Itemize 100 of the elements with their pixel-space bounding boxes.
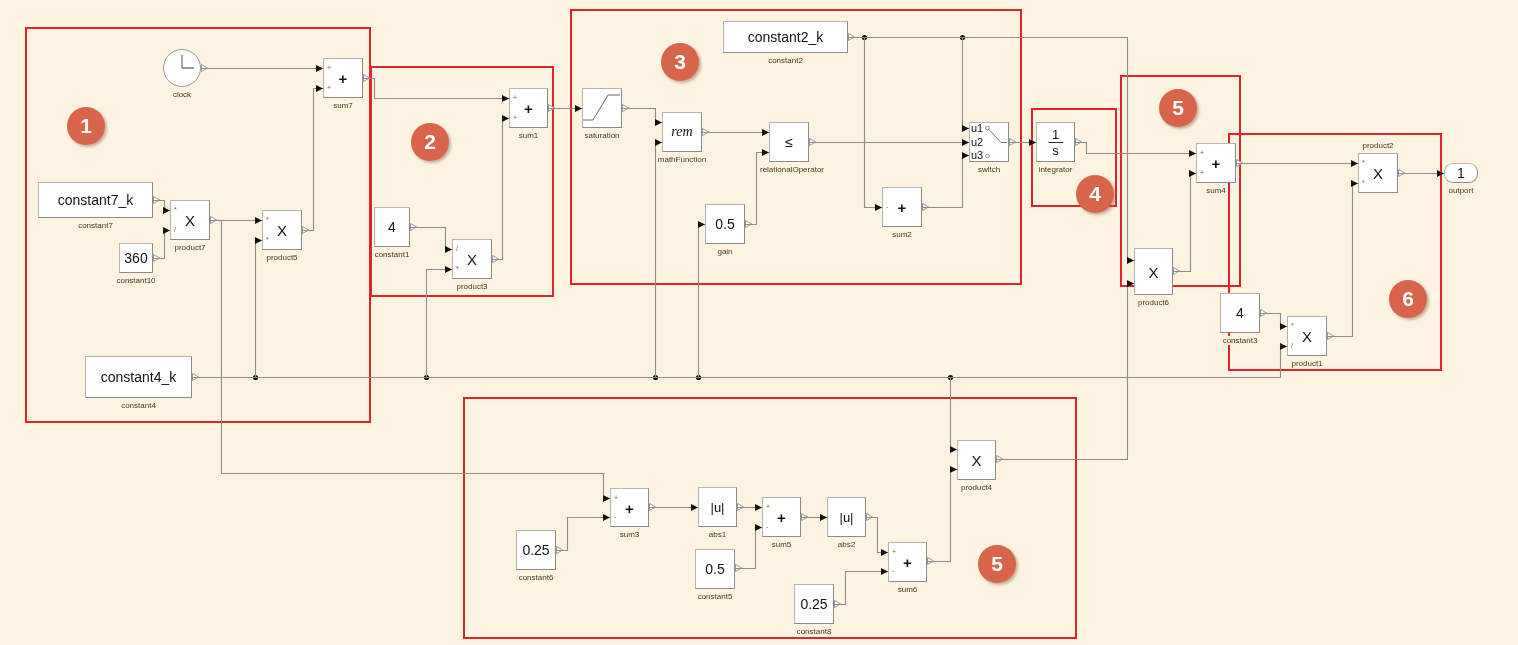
signal-arrow xyxy=(425,266,453,379)
constant-block xyxy=(1220,293,1260,333)
fraction-denominator: s xyxy=(1052,144,1059,157)
block-label: sum2 xyxy=(892,230,912,239)
signal-arrow xyxy=(220,219,611,502)
multiply-symbol: X xyxy=(467,251,477,267)
relational-operator-block xyxy=(769,122,809,162)
multiply-symbol: X xyxy=(185,212,195,228)
callout-number: 5 xyxy=(978,545,1016,583)
constant-block xyxy=(119,243,153,273)
signal-arrow xyxy=(1326,180,1359,338)
gain-value: 0.5 xyxy=(715,217,735,231)
signal-arrow xyxy=(701,129,770,136)
signal-arrow xyxy=(926,466,958,563)
callout-number: 3 xyxy=(661,43,699,81)
constant-block xyxy=(516,530,556,570)
sum-symbol: + xyxy=(903,554,912,570)
constant-value: 0.25 xyxy=(522,543,550,557)
block-label: sum7 xyxy=(333,101,353,110)
block-label: mathFunction xyxy=(657,155,707,164)
multiply-symbol: X xyxy=(1148,264,1159,279)
signal-arrow xyxy=(555,514,611,552)
port-label: u2 xyxy=(971,136,984,148)
product-block xyxy=(1287,316,1327,356)
constant-value: 360 xyxy=(124,251,148,265)
sum-block xyxy=(762,497,801,537)
group-frame xyxy=(463,397,1077,639)
block-label: constant7 xyxy=(78,221,113,230)
constant-value: constant7_k xyxy=(57,193,134,207)
product-block xyxy=(1134,248,1173,295)
block-label: constant10 xyxy=(116,276,156,285)
signal-arrow xyxy=(800,514,828,521)
sum-symbol: + xyxy=(777,509,786,525)
sum-symbol: + xyxy=(625,500,634,515)
signal-arrow xyxy=(961,36,970,132)
signal-arrow xyxy=(833,568,889,606)
signal-line xyxy=(697,376,952,379)
integrator-block xyxy=(1036,122,1075,162)
constant-value: constant2_k xyxy=(747,30,824,44)
sum-block xyxy=(323,58,363,98)
constant-value: 0.25 xyxy=(800,597,828,611)
signal-arrow xyxy=(734,524,763,570)
constant-block xyxy=(38,182,153,218)
math-function-block xyxy=(662,112,702,152)
signal-arrow xyxy=(547,105,583,112)
product-block xyxy=(1358,153,1398,193)
signal-arrow xyxy=(863,36,883,211)
abs-symbol: |u| xyxy=(839,510,854,524)
block-label: product2 xyxy=(1362,141,1394,150)
sum-symbol: + xyxy=(897,199,907,215)
block-label: constant2 xyxy=(768,56,803,65)
block-label: outport xyxy=(1448,186,1474,195)
constant-value: 4 xyxy=(1236,306,1244,320)
signal-line xyxy=(209,219,223,222)
signal-line xyxy=(191,376,257,379)
saturation-block xyxy=(582,88,622,128)
operator-symbol: ≤ xyxy=(785,135,793,149)
multiply-symbol: X xyxy=(1302,328,1312,344)
signal-arrow xyxy=(1008,139,1037,146)
signal-arrow xyxy=(697,221,706,379)
callout-number: 6 xyxy=(1389,280,1427,318)
product-block xyxy=(452,239,492,279)
signal-arrow xyxy=(808,139,970,146)
sum-symbol: + xyxy=(524,100,533,116)
abs-block xyxy=(827,497,866,537)
signal-arrow xyxy=(621,107,663,126)
block-label: constant5 xyxy=(697,592,733,601)
group-frame xyxy=(570,9,1022,285)
constant-block xyxy=(695,549,735,589)
block-label: switch xyxy=(977,165,1001,174)
signal-arrow xyxy=(1235,160,1359,167)
signal-arrow xyxy=(949,343,1288,379)
block-label: sum1 xyxy=(518,131,539,140)
constant-value: constant4_k xyxy=(100,370,177,384)
clock-icon xyxy=(163,49,201,87)
callout-number: 1 xyxy=(67,107,105,145)
multiply-symbol: X xyxy=(277,222,287,238)
signal-line xyxy=(425,376,657,379)
sum-block xyxy=(882,187,922,227)
sum-block xyxy=(888,542,927,582)
signal-arrow xyxy=(301,85,324,232)
sum-symbol: + xyxy=(1211,155,1221,171)
abs-symbol: |u| xyxy=(710,500,725,514)
signal-arrow xyxy=(254,237,263,379)
port-label: u1 xyxy=(971,122,984,134)
signal-arrow xyxy=(736,504,763,511)
product-block xyxy=(957,440,996,480)
signal-arrow xyxy=(865,516,889,556)
product-block xyxy=(262,210,302,250)
block-label: sum5 xyxy=(771,540,792,549)
callout-number: 5 xyxy=(1159,89,1197,127)
signal-arrow xyxy=(949,376,958,453)
block-label: abs1 xyxy=(708,530,727,539)
block-label: product5 xyxy=(266,253,298,262)
function-name: rem xyxy=(671,125,693,139)
block-label: sum4 xyxy=(1206,186,1226,195)
signal-line xyxy=(847,36,866,39)
signal-arrow xyxy=(362,77,510,102)
signal-arrow xyxy=(491,115,510,261)
constant-value: 4 xyxy=(388,220,396,234)
